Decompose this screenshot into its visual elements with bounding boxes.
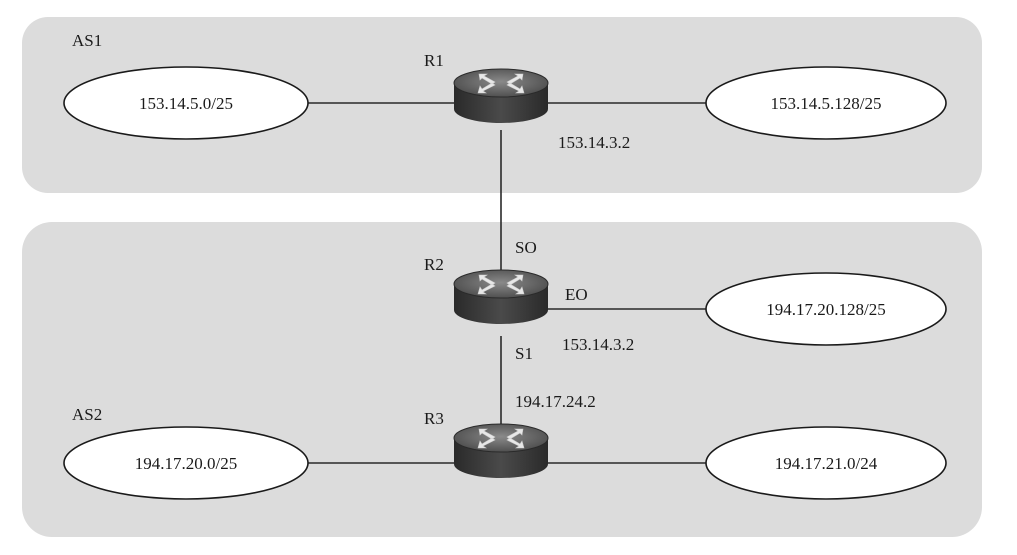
router-r3-icon	[453, 423, 549, 479]
network-label: 153.14.5.128/25	[771, 94, 882, 113]
network-label: 194.17.20.0/25	[135, 454, 237, 473]
router-r2-label: R2	[424, 255, 444, 274]
network-ellipse-194-17-20-0	[63, 426, 309, 500]
router-r3-label: R3	[424, 409, 444, 428]
r2-address-label: 153.14.3.2	[562, 335, 634, 354]
router-r2-icon	[453, 269, 549, 325]
network-ellipse-153-14-5-0	[63, 66, 309, 140]
network-label: 194.17.21.0/24	[775, 454, 878, 473]
network-ellipse-194-17-21-0	[705, 426, 947, 500]
network-label: 153.14.5.0/25	[139, 94, 233, 113]
r2-e0-label: EO	[565, 285, 588, 304]
router-r1-icon	[453, 68, 549, 124]
r1-address-label: 153.14.3.2	[558, 133, 630, 152]
network-ellipse-194-17-20-128	[705, 272, 947, 346]
r2-s0-label: SO	[515, 238, 537, 257]
as1-label: AS1	[72, 31, 102, 50]
router-r1-label: R1	[424, 51, 444, 70]
network-label: 194.17.20.128/25	[766, 300, 885, 319]
r2-s1-label: S1	[515, 344, 533, 363]
network-ellipse-153-14-5-128	[705, 66, 947, 140]
r3-address-label: 194.17.24.2	[515, 392, 596, 411]
as2-label: AS2	[72, 405, 102, 424]
